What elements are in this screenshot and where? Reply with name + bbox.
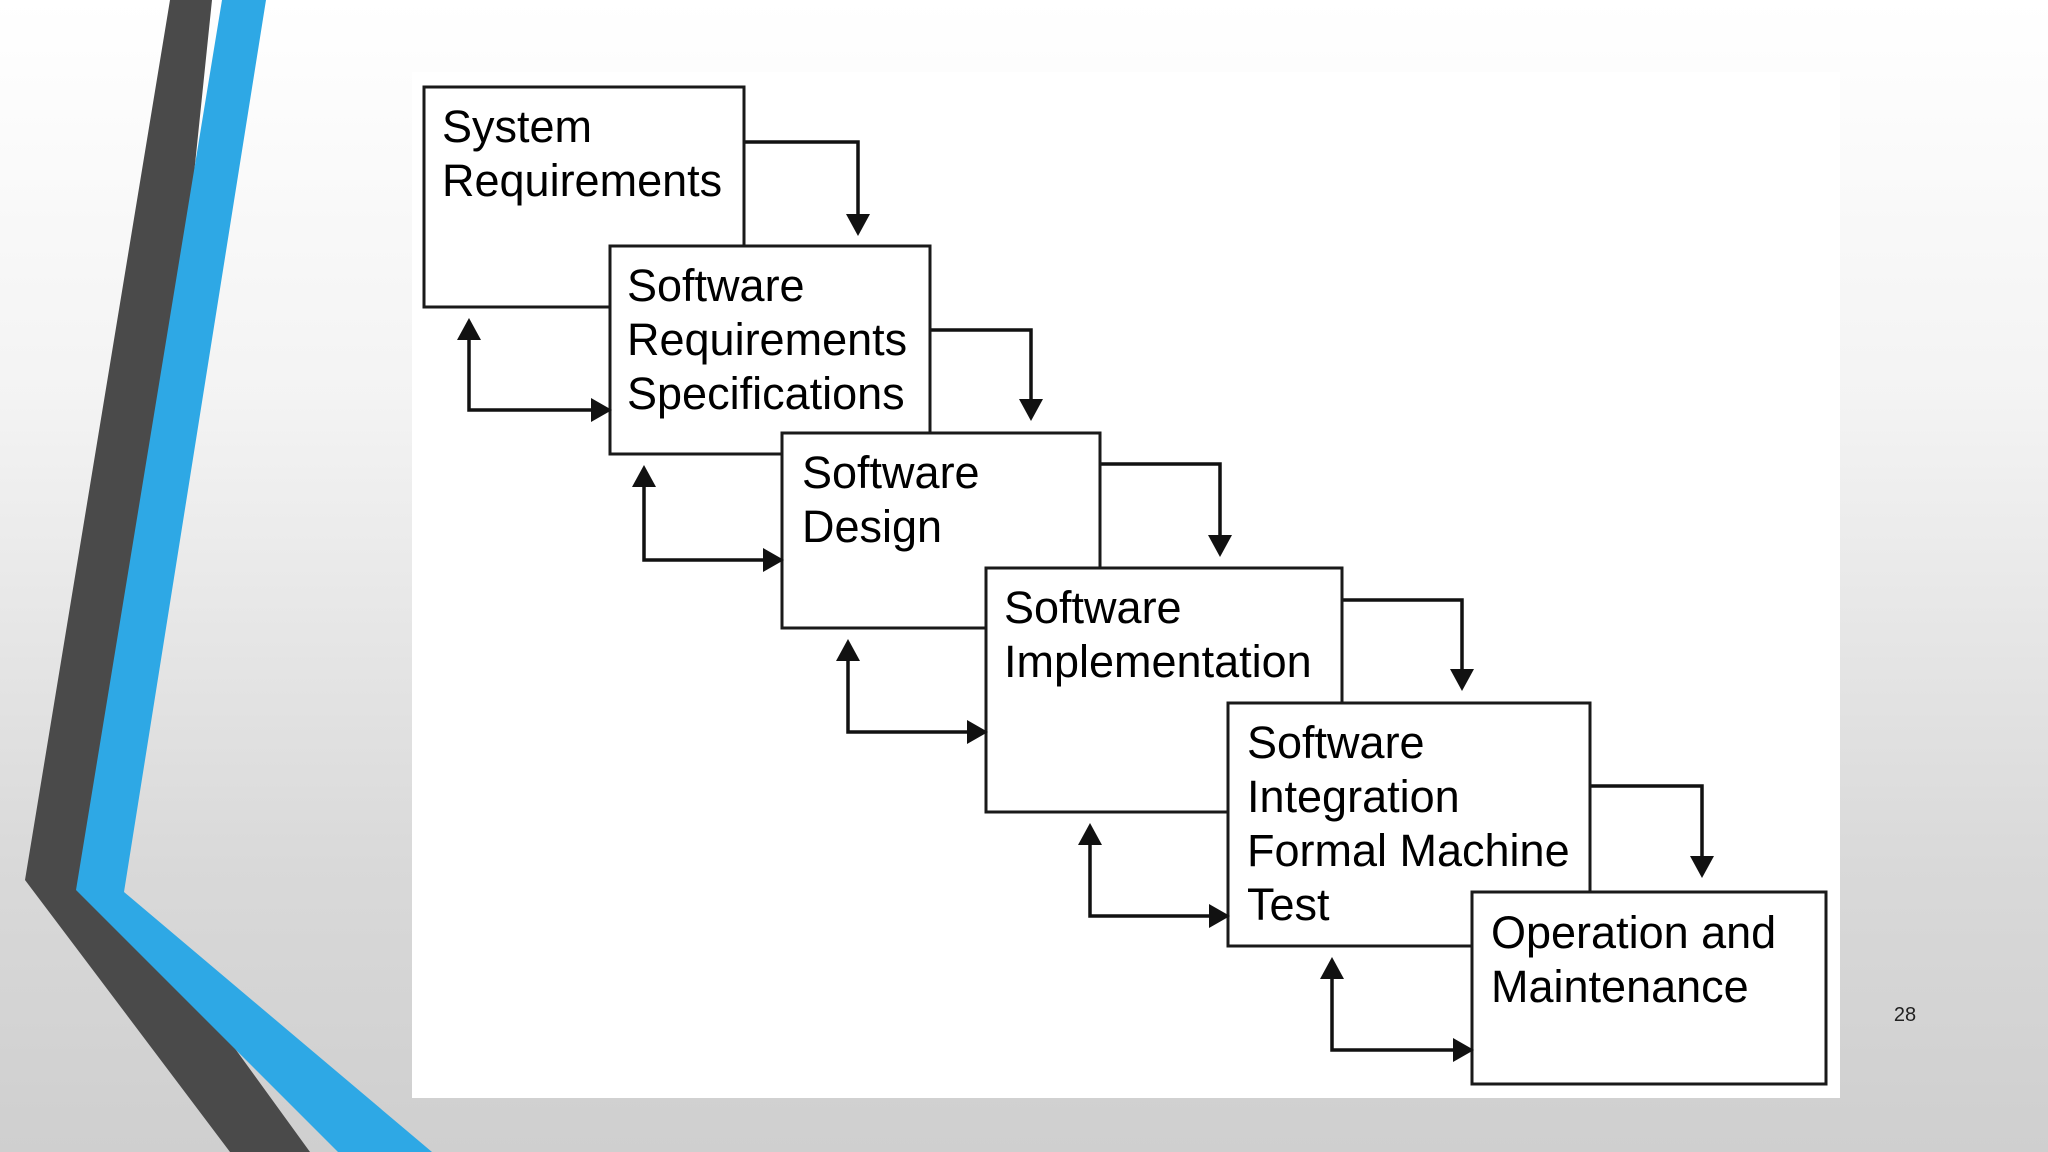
stage-text-line: Specifications [627, 368, 905, 419]
stage-text-line: Software [1247, 717, 1425, 768]
slide-number: 28 [1893, 1004, 1917, 1026]
feedback-arrows [457, 318, 1474, 1062]
feedback-arrow-3-up-head [836, 639, 860, 661]
feedback-arrow-3-right-head [967, 720, 988, 744]
forward-arrows [744, 140, 1714, 878]
feedback-arrow-2-right-head [763, 548, 784, 572]
decor-blue-stripe [76, 0, 432, 1152]
feedback-arrow-5 [1330, 976, 1456, 1052]
feedback-arrow-3 [846, 658, 970, 734]
feedback-arrow-1-right-head [591, 398, 612, 422]
stage-text-line: Implementation [1004, 636, 1312, 687]
feedback-arrow-1 [467, 337, 594, 412]
forward-arrow-1 [744, 140, 860, 217]
forward-arrow-1-head [846, 214, 870, 236]
stage-text-line: Requirements [627, 314, 907, 365]
stage-text-line: Test [1247, 879, 1330, 930]
feedback-arrow-2 [642, 484, 766, 562]
feedback-arrow-1-up-head [457, 318, 481, 340]
stage-text-line: System [442, 101, 592, 152]
stage-text-line: Formal Machine [1247, 825, 1570, 876]
stage-text-line: Software [802, 447, 980, 498]
stage-text-line: Design [802, 501, 942, 552]
stage-text-line: Integration [1247, 771, 1460, 822]
feedback-arrow-4-up-head [1078, 823, 1102, 845]
forward-arrow-5 [1590, 784, 1704, 859]
stage-text-line: Operation and [1491, 907, 1776, 958]
forward-arrow-5-head [1690, 856, 1714, 878]
forward-arrow-2 [930, 328, 1033, 402]
feedback-arrow-4 [1088, 842, 1212, 918]
feedback-arrow-2-up-head [632, 465, 656, 487]
forward-arrow-4-head [1450, 669, 1474, 691]
feedback-arrow-5-right-head [1453, 1038, 1474, 1062]
forward-arrow-4 [1342, 598, 1464, 672]
forward-arrow-2-head [1019, 399, 1043, 421]
forward-arrow-3-head [1208, 535, 1232, 557]
stage-text-line: Requirements [442, 155, 722, 206]
stage-text-line: Software [627, 260, 805, 311]
feedback-arrow-5-up-head [1320, 957, 1344, 979]
feedback-arrow-4-right-head [1209, 904, 1230, 928]
stage-text-line: Software [1004, 582, 1182, 633]
forward-arrow-3 [1100, 462, 1222, 538]
stage-text-line: Maintenance [1491, 961, 1749, 1012]
